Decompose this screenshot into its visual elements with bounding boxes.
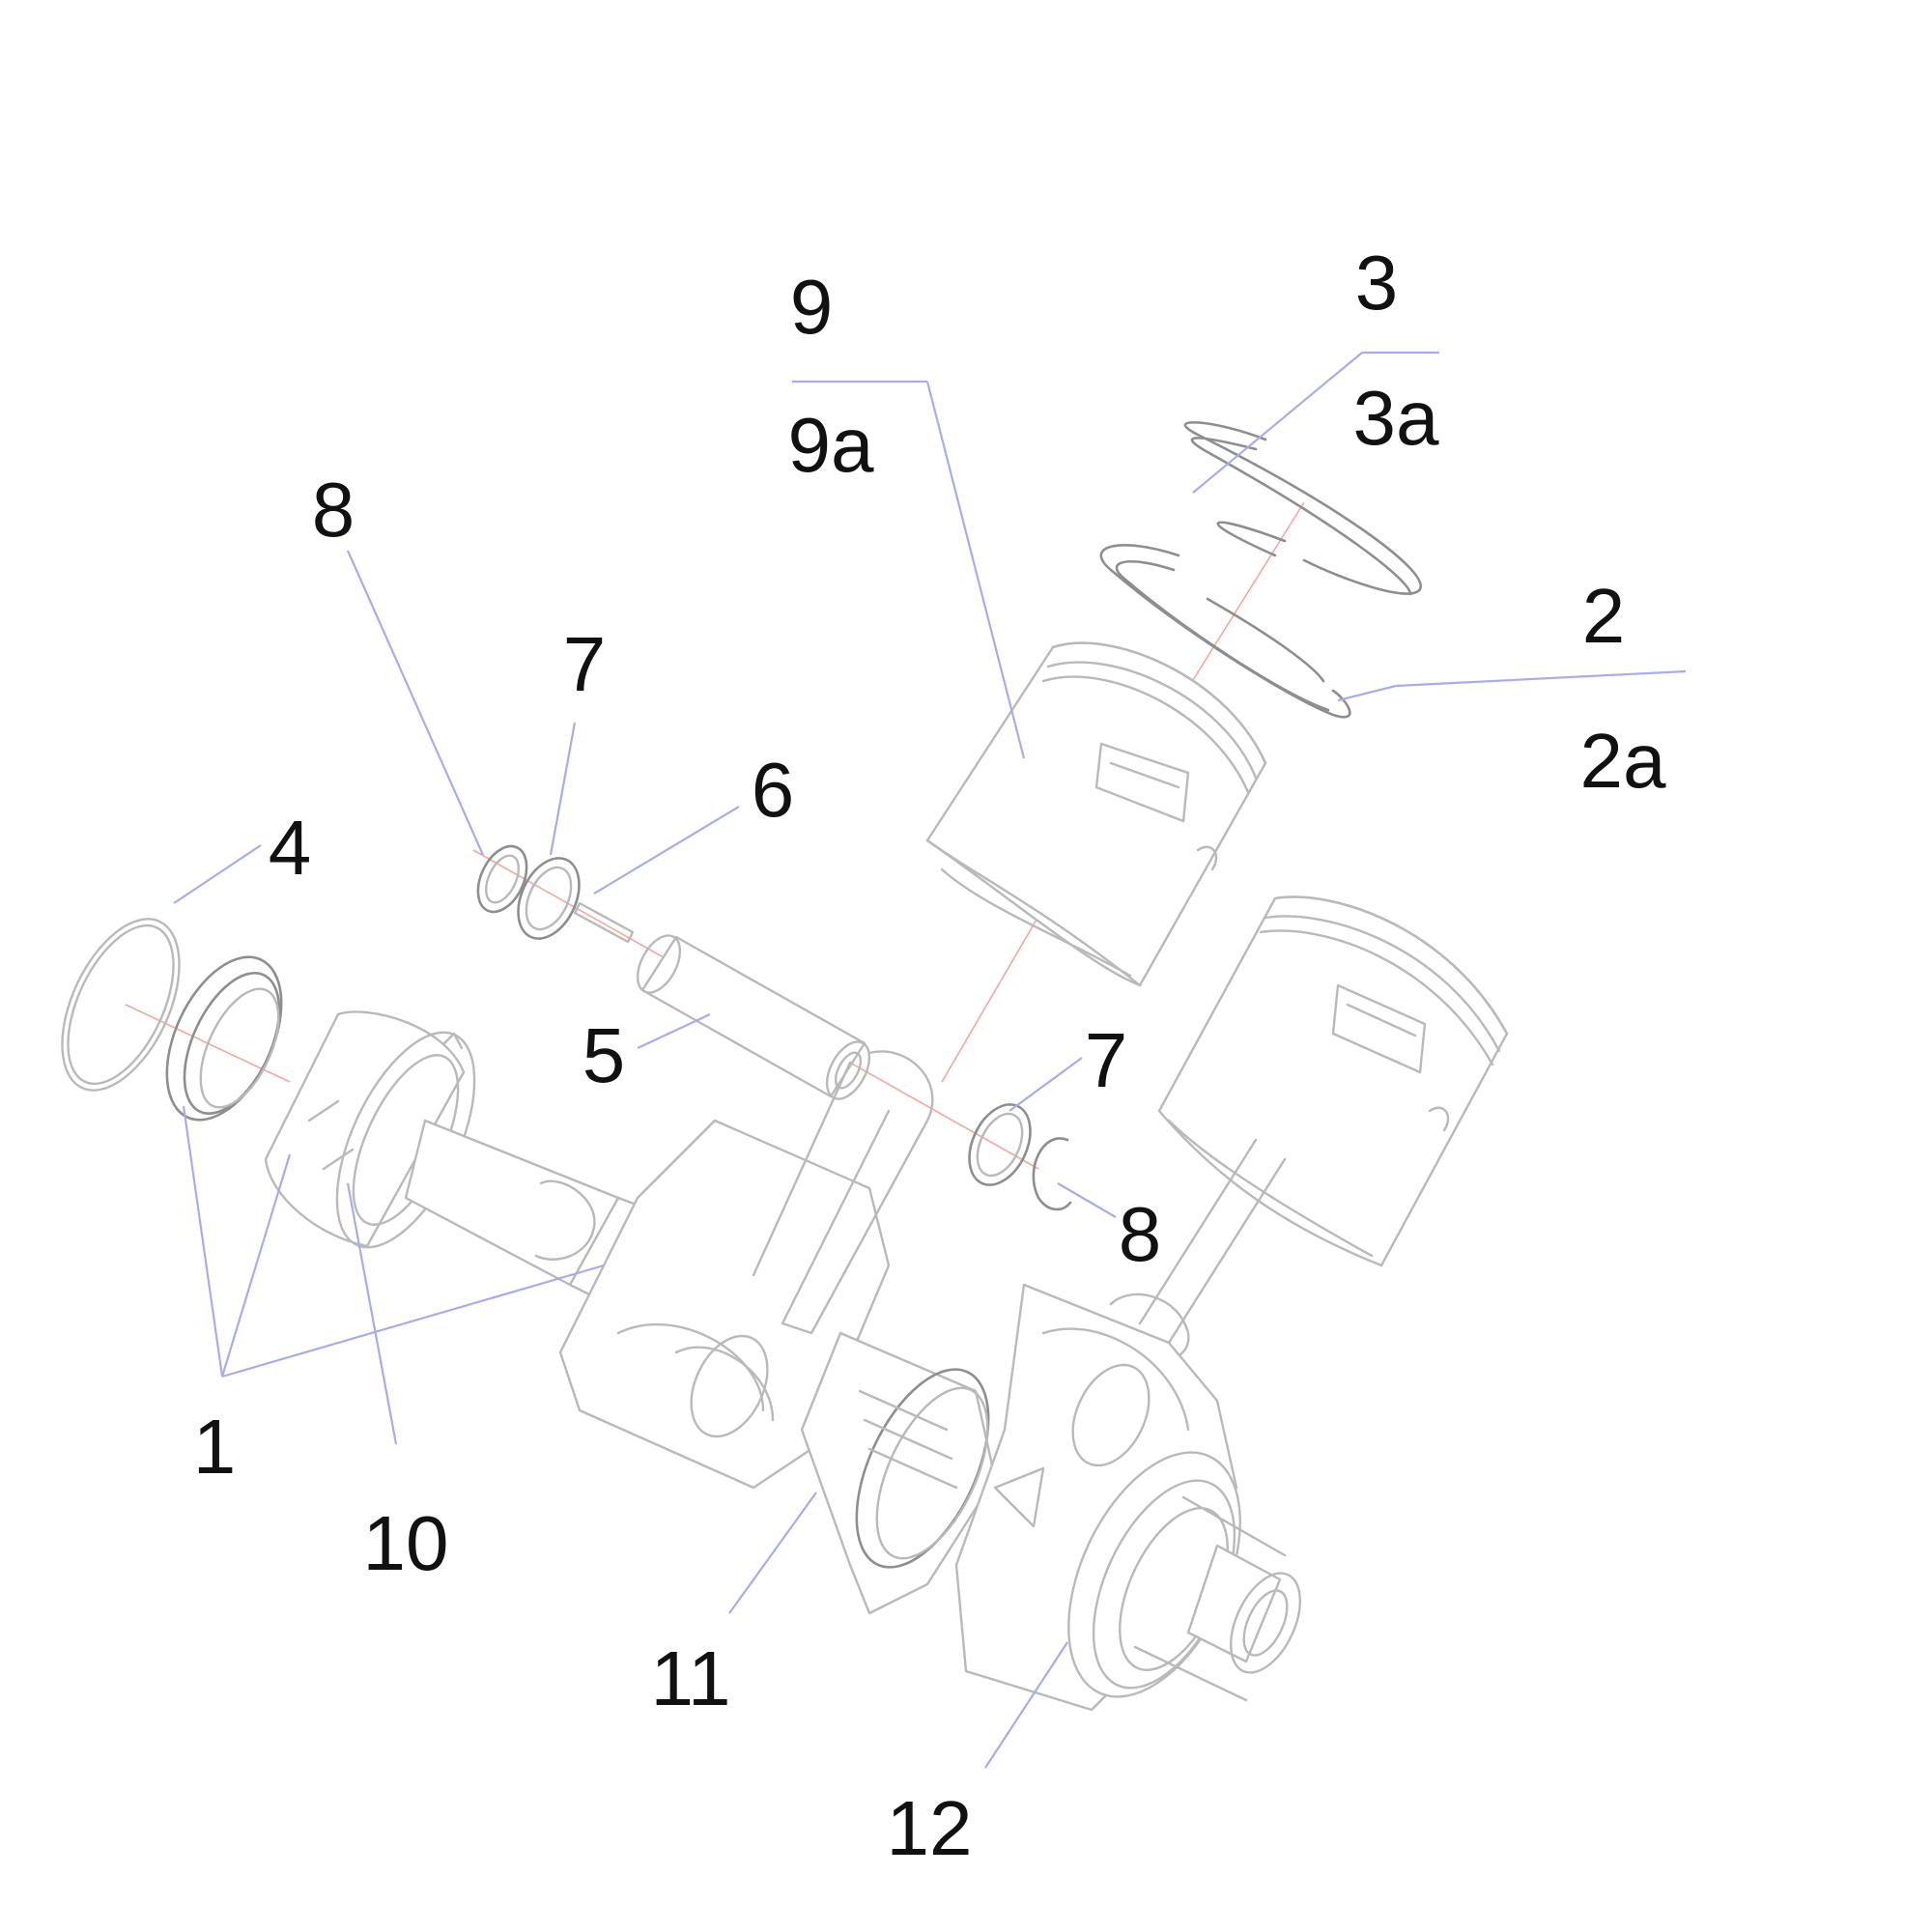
needle-pin (573, 901, 635, 944)
callout-7-lower: 7 (1085, 1017, 1128, 1103)
callout-1: 1 (193, 1404, 237, 1490)
callout-8-upper: 8 (312, 467, 355, 553)
callout-5: 5 (582, 1012, 626, 1098)
callout-9a: 9a (788, 402, 874, 488)
piston-ring-upper (1183, 421, 1422, 596)
piston-lower (1157, 895, 1509, 1267)
circlip-upper-left (476, 844, 528, 914)
callout-12: 12 (887, 1785, 973, 1871)
piston-ring-lower (1099, 544, 1351, 719)
leader-lines (173, 351, 1687, 1769)
callout-10: 10 (363, 1500, 449, 1586)
connecting-rod-left (752, 1050, 934, 1335)
callout-labels: 3 3a 2 2a 9 9a 8 7 6 4 5 7 8 1 10 11 12 (193, 240, 1666, 1871)
callout-3a: 3a (1353, 375, 1439, 461)
wrist-pin-bushing-lower (968, 1103, 1032, 1186)
crank-web-center (800, 1331, 997, 1615)
o-ring (61, 918, 181, 1092)
piston-upper (925, 641, 1267, 987)
callout-4: 4 (269, 805, 312, 891)
callout-11: 11 (650, 1635, 730, 1721)
callout-3: 3 (1355, 240, 1399, 326)
callout-7-upper: 7 (563, 621, 607, 707)
oil-seal (165, 955, 283, 1122)
callout-6: 6 (752, 747, 795, 833)
callout-9: 9 (790, 264, 834, 350)
callout-2a: 2a (1580, 718, 1666, 804)
circlip-lower-right (1032, 1137, 1072, 1211)
callout-8-lower: 8 (1119, 1191, 1162, 1277)
wrist-pin (636, 934, 871, 1100)
crankshaft-output-end (1186, 1544, 1301, 1674)
wrist-pin-bushing-upper (517, 857, 581, 940)
callout-2: 2 (1582, 573, 1626, 659)
